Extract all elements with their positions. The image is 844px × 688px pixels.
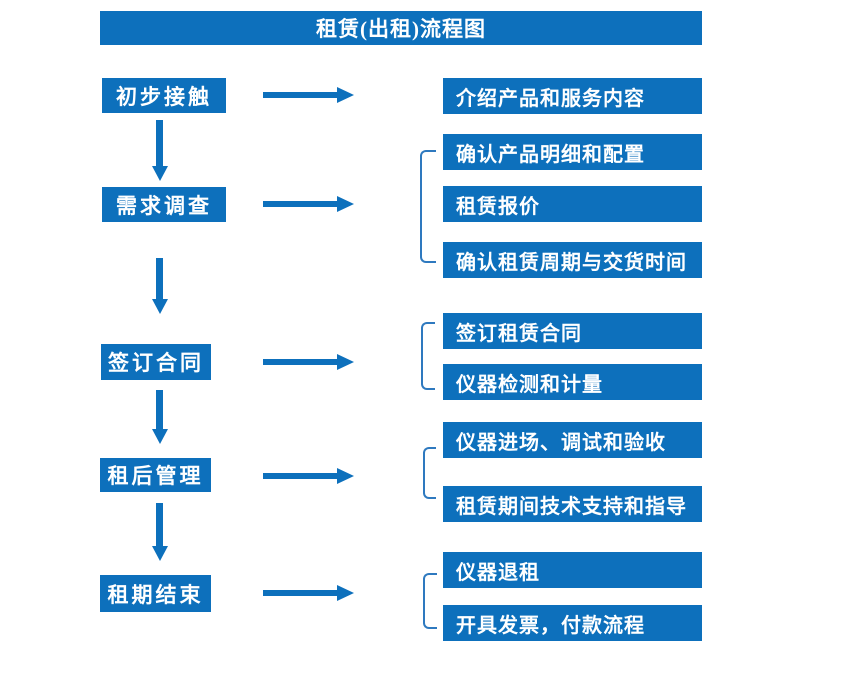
right-arrow-shaft (263, 473, 337, 479)
down-arrow-shaft (156, 120, 163, 166)
right-arrow-5 (263, 585, 354, 601)
down-arrow-head (152, 546, 168, 561)
right-arrow-shaft (263, 201, 337, 207)
group-bracket-rental-end (423, 573, 437, 629)
down-arrow-2 (152, 258, 168, 314)
right-arrow-head (337, 354, 354, 370)
step-box-post-rental-management: 租后管理 (100, 458, 211, 492)
down-arrow-1 (152, 120, 168, 181)
detail-box-sign-rental-contract: 签订租赁合同 (443, 313, 702, 349)
step-box-rental-end: 租期结束 (100, 575, 211, 612)
group-bracket-demand-survey (420, 150, 436, 263)
right-arrow-head (337, 87, 354, 103)
right-arrow-shaft (263, 92, 337, 98)
right-arrow-1 (263, 87, 354, 103)
right-arrow-head (337, 468, 354, 484)
down-arrow-3 (152, 390, 168, 444)
detail-box-confirm-product-config: 确认产品明细和配置 (443, 134, 702, 170)
step-box-initial-contact: 初步接触 (102, 78, 226, 113)
detail-box-instrument-inspection: 仪器检测和计量 (443, 364, 702, 400)
detail-box-introduce-products: 介绍产品和服务内容 (443, 78, 702, 114)
down-arrow-4 (152, 503, 168, 561)
right-arrow-2 (263, 196, 354, 212)
right-arrow-shaft (263, 359, 337, 365)
down-arrow-head (152, 299, 168, 314)
step-box-demand-survey: 需求调查 (102, 187, 226, 222)
down-arrow-shaft (156, 258, 163, 299)
down-arrow-shaft (156, 503, 163, 546)
group-bracket-post-rental (423, 447, 436, 499)
detail-box-invoice-payment: 开具发票，付款流程 (443, 605, 702, 641)
detail-box-instrument-setup-acceptance: 仪器进场、调试和验收 (443, 422, 702, 458)
detail-box-instrument-return: 仪器退租 (443, 552, 702, 588)
down-arrow-head (152, 166, 168, 181)
detail-box-tech-support: 租赁期间技术支持和指导 (443, 486, 702, 522)
right-arrow-head (337, 585, 354, 601)
right-arrow-3 (263, 354, 354, 370)
step-box-sign-contract: 签订合同 (101, 344, 211, 380)
down-arrow-shaft (156, 390, 163, 429)
diagram-title: 租赁(出租)流程图 (100, 11, 702, 45)
group-bracket-sign-contract (421, 322, 435, 390)
right-arrow-head (337, 196, 354, 212)
right-arrow-4 (263, 468, 354, 484)
detail-box-rental-quote: 租赁报价 (443, 186, 702, 222)
detail-box-confirm-period-delivery: 确认租赁周期与交货时间 (443, 242, 702, 278)
down-arrow-head (152, 429, 168, 444)
right-arrow-shaft (263, 590, 337, 596)
